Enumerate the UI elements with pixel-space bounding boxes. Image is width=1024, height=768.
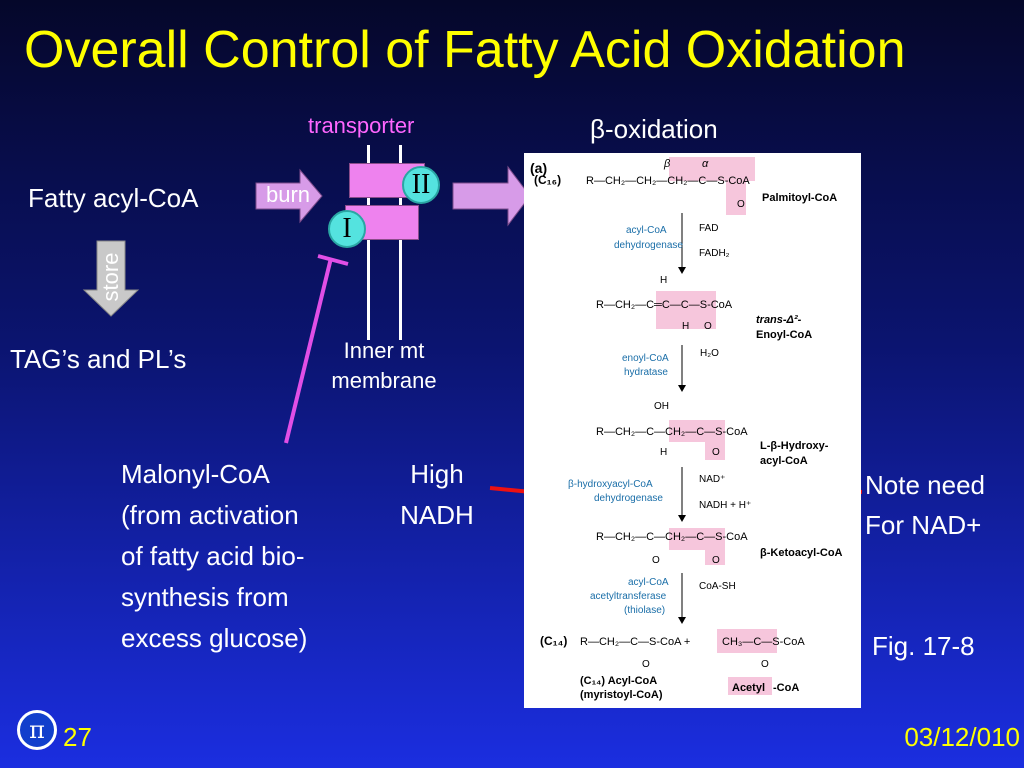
page-title: Overall Control of Fatty Acid Oxidation	[24, 21, 906, 79]
membrane-label: Inner mt membrane	[298, 336, 470, 395]
fig-enzyme3-2: dehydrogenase	[594, 493, 663, 504]
fig-h: H	[660, 275, 667, 286]
fig-enzyme2-2: hydratase	[624, 367, 668, 378]
fig-oh: OH	[654, 401, 669, 412]
high-nadh-note: High NADH	[387, 454, 487, 536]
fig-product-name-2: (myristoyl-CoA)	[580, 689, 663, 701]
nad-note-line-2: For NAD+	[865, 510, 982, 541]
highlight-box	[726, 177, 746, 215]
to-beta-oxidation-arrow	[452, 165, 531, 227]
fig-enzyme4-3: (thiolase)	[624, 605, 665, 616]
fig-alpha: α	[702, 158, 709, 170]
fig-h: H	[682, 321, 689, 332]
fig-nad: NAD⁺	[699, 474, 725, 485]
fig-hydroxy-name-2: acyl-CoA	[760, 455, 808, 467]
fig-enzyme3-1: β-hydroxyacyl-CoA	[568, 479, 653, 490]
transporter-label: transporter	[308, 113, 415, 138]
fig-beta: β	[663, 158, 671, 170]
reaction-arrowhead	[678, 617, 686, 624]
burn-arrow	[255, 168, 323, 224]
logo-pi: π	[29, 716, 45, 744]
membrane-line-left	[367, 145, 370, 340]
highlight-box	[656, 291, 716, 329]
fig-o: O	[642, 659, 650, 670]
fig-enoyl-name-2: Enoyl-CoA	[756, 329, 812, 341]
malonyl-inhibition-bar	[317, 254, 349, 266]
reaction-arrowhead	[678, 267, 686, 274]
logo: π	[17, 710, 57, 750]
fig-acetyl: Acetyl	[732, 682, 765, 694]
fig-h2o: H₂O	[700, 348, 719, 359]
high-nadh-line-2: NADH	[400, 500, 474, 531]
malonyl-line: excess glucose)	[121, 623, 308, 654]
fig-enoyl-name-1: trans-Δ²-	[756, 314, 802, 326]
fig-hydroxy-formula: R—CH₂—C—CH₂—C—S-CoA	[596, 426, 748, 438]
fig-o: O	[712, 447, 720, 458]
fig-nadh: NADH + H⁺	[699, 500, 751, 511]
nad-note-line-1: Note need	[865, 470, 985, 500]
slide-date: 03/12/010	[904, 722, 1020, 752]
membrane-label-line-1: Inner mt	[343, 338, 425, 363]
fig-palmitoyl-name: Palmitoyl-CoA	[762, 192, 837, 204]
fig-enzyme4-1: acyl-CoA	[628, 577, 669, 588]
membrane-line-right	[399, 145, 402, 340]
fig-acetyl-coa: -CoA	[773, 682, 799, 694]
beta-oxidation-figure: (a) (C₁₆) β α R—CH₂—CH₂—CH₂—C—S-CoA O Pa…	[524, 153, 861, 708]
membrane-label-line-2: membrane	[331, 367, 437, 393]
malonyl-line: of fatty acid bio-	[121, 541, 305, 572]
store-arrow	[82, 240, 140, 317]
fig-palmitoyl-formula: R—CH₂—CH₂—CH₂—C—S-CoA	[586, 175, 750, 187]
fig-enoyl-formula: R—CH₂—C═C—C—S-CoA	[596, 299, 733, 311]
fatty-acyl-coa-label: Fatty acyl-CoA	[28, 183, 199, 213]
reaction-arrowhead	[678, 385, 686, 392]
highlight-box	[705, 543, 725, 565]
malonyl-inhibition-line	[284, 257, 333, 444]
fig-product-name-1: (C₁₄) Acyl-CoA	[580, 675, 657, 687]
fig-keto-formula: R—CH₂—C—CH₂—C—S-CoA	[596, 531, 748, 543]
highlight-box	[728, 677, 772, 695]
fig-enzyme4-2: acetyltransferase	[590, 591, 667, 602]
beta-oxidation-label: β-oxidation	[590, 114, 718, 144]
reaction-arrowhead	[678, 515, 686, 522]
fig-o: O	[704, 321, 712, 332]
fig-o: O	[652, 555, 660, 566]
fig-o: O	[712, 555, 720, 566]
fig-keto-name: β-Ketoacyl-CoA	[760, 547, 843, 559]
fig-enzyme1-1: acyl-CoA	[626, 225, 667, 236]
burn-label: burn	[266, 182, 311, 207]
fig-o: O	[761, 659, 769, 670]
malonyl-line: Malonyl-CoA	[121, 459, 270, 489]
fig-acetyl-formula: CH₃—C—S-CoA	[722, 636, 805, 648]
high-nadh-line-1: High	[410, 459, 464, 489]
figure-svg: (a) (C₁₆) β α R—CH₂—CH₂—CH₂—C—S-CoA O Pa…	[530, 157, 843, 701]
fig-c16: (C₁₆)	[534, 173, 561, 187]
fig-hydroxy-name-1: L-β-Hydroxy-	[760, 440, 829, 452]
fig-enzyme2-1: enoyl-CoA	[622, 353, 669, 364]
store-label: store	[98, 252, 123, 302]
transporter-II-circle: II	[402, 166, 440, 204]
malonyl-line: (from activation	[121, 500, 299, 531]
fig-fadh2: FADH₂	[699, 248, 730, 259]
fig-coash: CoA-SH	[699, 581, 736, 592]
malonyl-coa-note: Malonyl-CoA (from activation of fatty ac…	[121, 454, 307, 659]
fig-o: O	[737, 199, 745, 210]
malonyl-line: synthesis from	[121, 582, 289, 613]
fig-enzyme1-2: dehydrogenase	[614, 240, 683, 251]
tag-pl-label: TAG’s and PL’s	[10, 344, 187, 374]
fig-panel-label: (a)	[530, 160, 547, 176]
highlight-box	[717, 629, 777, 653]
fig-fad: FAD	[699, 223, 718, 234]
transporter-I-circle: I	[328, 210, 366, 248]
fig-h: H	[660, 447, 667, 458]
figure-reference: Fig. 17-8	[872, 631, 975, 661]
fig-c14: (C₁₄)	[540, 634, 567, 648]
highlight-box	[705, 436, 725, 460]
nad-note: Note need For NAD+	[865, 465, 985, 546]
slide-number: 27	[63, 722, 92, 752]
fig-product-formula: R—CH₂—C—S-CoA +	[580, 636, 690, 648]
